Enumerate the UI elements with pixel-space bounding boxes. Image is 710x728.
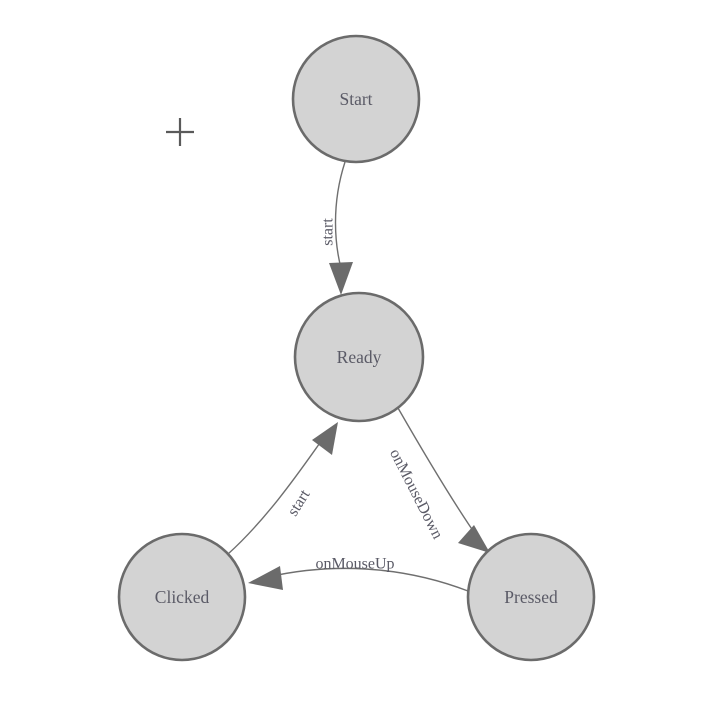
edge-clicked-to-ready[interactable]: start xyxy=(227,422,338,555)
arrowhead-into-clicked xyxy=(248,566,283,590)
arrowhead-into-pressed xyxy=(458,525,490,553)
arrowhead-into-ready-lower-left xyxy=(312,422,338,455)
node-clicked-circle[interactable] xyxy=(117,532,247,662)
edge-pressed-to-clicked[interactable]: onMouseUp xyxy=(248,556,469,592)
node-ready-label: Ready xyxy=(337,347,382,367)
edge-label-clicked-to-ready: start xyxy=(284,486,313,519)
node-pressed-label: Pressed xyxy=(504,587,558,607)
edge-path-ready-to-pressed xyxy=(397,407,479,539)
edge-label-start-to-ready: start xyxy=(320,218,337,246)
edge-ready-to-pressed[interactable]: onMouseDown xyxy=(386,407,490,553)
edge-path-pressed-to-clicked xyxy=(267,567,469,592)
node-clicked-label: Clicked xyxy=(155,587,210,607)
node-start-circle[interactable] xyxy=(291,34,421,164)
node-start[interactable]: Start xyxy=(291,34,421,164)
node-start-label: Start xyxy=(339,89,372,109)
node-pressed[interactable]: Pressed xyxy=(466,532,596,662)
node-ready-circle[interactable] xyxy=(293,291,425,423)
node-pressed-circle[interactable] xyxy=(466,532,596,662)
edge-label-pressed-to-clicked: onMouseUp xyxy=(315,556,394,573)
edge-path-clicked-to-ready xyxy=(227,439,323,555)
node-ready[interactable]: Ready xyxy=(293,291,425,423)
edge-label-ready-to-pressed: onMouseDown xyxy=(386,446,446,542)
edge-path-start-to-ready xyxy=(334,161,346,269)
arrowhead-into-ready-top xyxy=(329,262,353,295)
node-clicked[interactable]: Clicked xyxy=(117,532,247,662)
crosshair-plus-icon xyxy=(166,118,194,146)
edge-start-to-ready[interactable]: start xyxy=(320,161,354,295)
